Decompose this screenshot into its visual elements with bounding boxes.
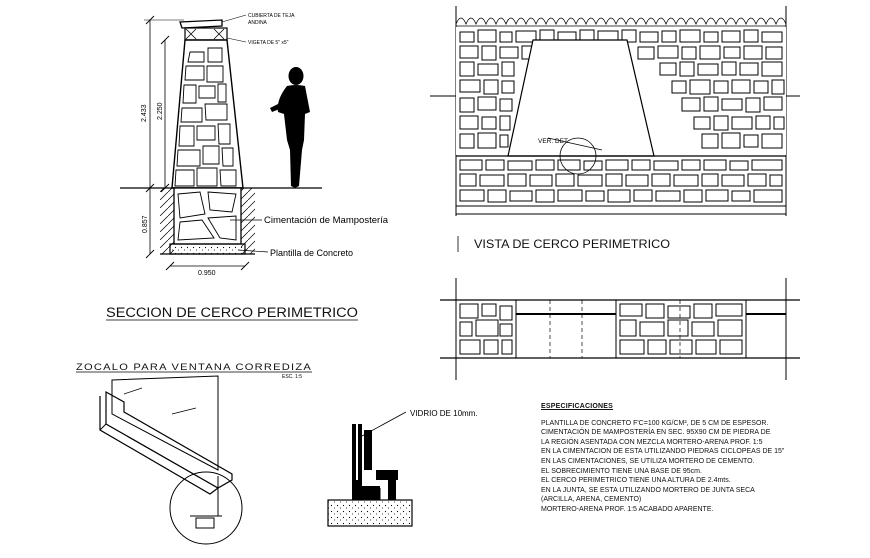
spec-line: EN LA CIMENTACION DE ESTA UTILIZANDO PIE… bbox=[541, 448, 785, 456]
spec-line: EL CERCO PERIMETRICO TIENE UNA ALTURA DE… bbox=[541, 477, 731, 485]
glass-detail-drawing bbox=[327, 411, 413, 527]
roof-tile-label-2: ANDINA bbox=[248, 20, 268, 26]
elevation-stones bbox=[459, 29, 785, 149]
wall-height-dimension: 2.250 bbox=[157, 102, 164, 120]
spec-line: CIMENTACIÓN DE MAMPOSTERÍA EN SEC. 95X90… bbox=[541, 429, 771, 437]
elevation-title: VISTA DE CERCO PERIMETRICO bbox=[474, 237, 670, 251]
spec-line: MORTERO-ARENA PROF. 1:5 ACABADO APARENTE… bbox=[541, 505, 714, 513]
beam-label: VIGETA DE 5" x5" bbox=[248, 40, 289, 46]
spec-line: PLANTILLA DE CONCRETO F'C=100 KG/CM², DE… bbox=[541, 419, 769, 427]
total-height-dimension: 2.433 bbox=[141, 104, 148, 122]
spec-line: EL SOBRECIMIENTO TIENE UNA BASE DE 95cm. bbox=[541, 467, 702, 475]
slab-label: Plantilla de Concreto bbox=[270, 248, 353, 258]
zocalo-title: ZOCALO PARA VENTANA CORREDIZA bbox=[76, 362, 312, 372]
spec-line: LA REGIÓN ASENTADA CON MEZCLA MORTERO-AR… bbox=[541, 438, 763, 446]
fence-plan-drawing bbox=[440, 278, 800, 380]
foundation-width-dimension: 0.950 bbox=[198, 270, 216, 277]
spec-line: EN LA JUNTA, SE ESTA UTILIZANDO MORTERO … bbox=[541, 486, 755, 494]
zocalo-scale: ESC. 1:5 bbox=[282, 374, 302, 380]
human-scale-figure bbox=[270, 67, 310, 188]
foundation-label: Cimentación de Mampostería bbox=[264, 215, 389, 226]
zocalo-drawing bbox=[99, 375, 243, 545]
foundation-stones bbox=[177, 191, 237, 241]
glass-label: VIDRIO DE 10mm. bbox=[410, 409, 478, 418]
wall-section-drawing bbox=[120, 14, 322, 271]
roof-tile-label: CUBIERTA DE TEJA bbox=[248, 13, 295, 19]
specifications-block: ESPECIFICACIONES PLANTILLA DE CONCRETO F… bbox=[541, 402, 861, 515]
spec-line: (ARCILLA, ARENA, CEMENTO) bbox=[541, 496, 642, 504]
foundation-depth-dimension: 0.857 bbox=[142, 215, 149, 233]
spec-line: EN LAS CIMENTACIONES, SE UTILIZA MORTERO… bbox=[541, 457, 755, 465]
wall-stones bbox=[174, 47, 237, 187]
detail-reference: VER. DET. bbox=[538, 138, 569, 145]
plinth-stones bbox=[459, 159, 783, 203]
section-title: SECCION DE CERCO PERIMETRICO bbox=[106, 305, 358, 320]
specifications-header: ESPECIFICACIONES bbox=[541, 403, 614, 410]
fence-elevation-drawing bbox=[430, 6, 800, 216]
